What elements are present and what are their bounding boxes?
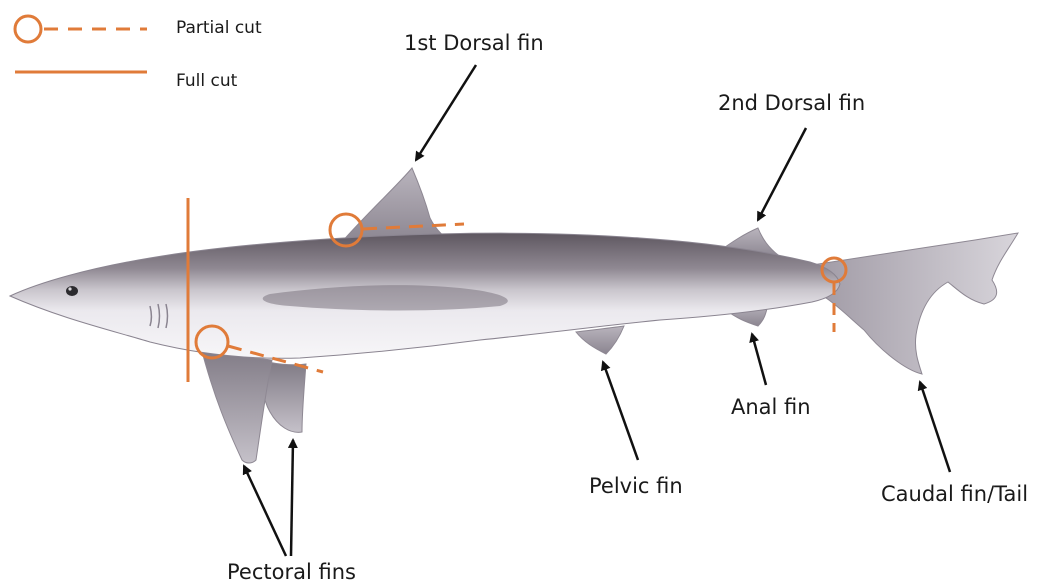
second-dorsal-arrow bbox=[758, 128, 806, 220]
anal-arrow bbox=[752, 334, 766, 385]
caudal-arrow bbox=[920, 382, 950, 472]
pelvic-fin-label: Pelvic fin bbox=[589, 474, 683, 498]
legend-partial-cut: Partial cut bbox=[15, 16, 262, 42]
pectoral-arrow-far bbox=[291, 440, 293, 556]
pelvic-arrow bbox=[603, 362, 638, 460]
shark-illustration bbox=[10, 168, 1018, 463]
anal-fin-label: Anal fin bbox=[731, 395, 811, 419]
caudal-fin-label: Caudal fin/Tail bbox=[881, 482, 1028, 506]
shark-eye bbox=[66, 286, 78, 296]
partial-cut-circle-icon bbox=[15, 16, 41, 42]
first-dorsal-fin-label: 1st Dorsal fin bbox=[404, 31, 544, 55]
legend: Partial cut Full cut bbox=[15, 16, 262, 91]
legend-full-cut: Full cut bbox=[15, 71, 238, 91]
pelvic-fin-shape bbox=[576, 326, 624, 354]
caudal-fin-shape bbox=[812, 233, 1018, 374]
pectoral-arrow-near bbox=[244, 466, 286, 556]
first-dorsal-arrow bbox=[416, 65, 476, 160]
first-dorsal-fin-shape bbox=[340, 168, 455, 244]
pectoral-fins-label: Pectoral fins bbox=[227, 560, 356, 584]
legend-partial-cut-label: Partial cut bbox=[176, 18, 262, 38]
second-dorsal-fin-label: 2nd Dorsal fin bbox=[718, 91, 865, 115]
legend-full-cut-label: Full cut bbox=[176, 71, 238, 91]
pectoral-fin-near-shape bbox=[200, 344, 272, 463]
